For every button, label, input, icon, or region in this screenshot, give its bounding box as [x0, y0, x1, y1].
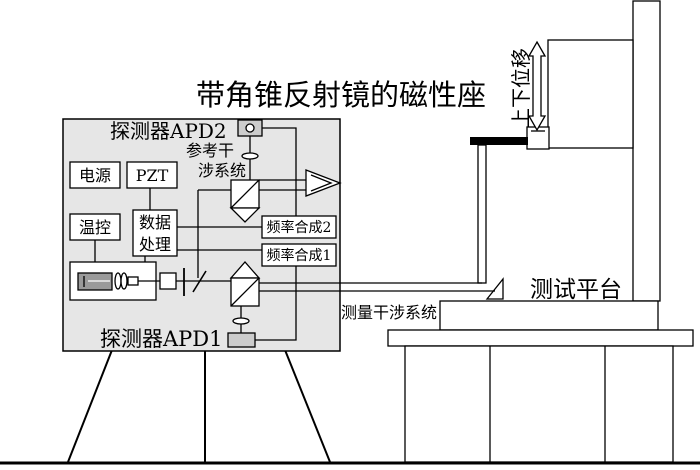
reference-interferometer-label-line2: 涉系统	[198, 161, 246, 180]
measurement-interferometer-label: 测量干涉系统	[341, 303, 437, 322]
reflector-pole	[477, 144, 487, 284]
table-top	[387, 329, 694, 347]
measurement-mirror	[485, 277, 504, 300]
laser-lens-2	[120, 272, 128, 290]
apd2-label: 探测器APD2	[110, 119, 227, 143]
apd2-lens	[241, 152, 259, 160]
upper-cube-diagonal	[230, 179, 260, 209]
apd2-signal-wire	[262, 127, 297, 216]
reference-retroreflector-inner	[310, 174, 333, 192]
reference-interferometer-label-line1: 参考干	[186, 141, 234, 160]
machine-cabinet	[404, 345, 674, 463]
platform-slab	[439, 300, 659, 331]
apd1-signal-wire	[255, 266, 297, 341]
isolator-block	[159, 272, 177, 290]
freq-synth-1-label: 频率合成1	[267, 247, 332, 264]
tripod-leg-right	[284, 349, 331, 463]
tripod-leg-left	[67, 349, 113, 463]
power-supply-label: 电源	[79, 166, 111, 185]
data-processing-label-line2: 处理	[139, 235, 171, 254]
temp-control-label: 温控	[79, 218, 111, 237]
up-down-arrow	[527, 40, 547, 132]
magnetic-seat-bar	[470, 137, 528, 145]
moving-head-block	[547, 39, 634, 149]
temp-control-box	[69, 213, 121, 241]
pzt-label: PZT	[136, 166, 169, 185]
lower-cube-diagonal	[230, 277, 260, 307]
power-supply-box	[69, 161, 121, 189]
magnetic-seat-label: 带角锥反射镜的磁性座	[196, 78, 486, 112]
head-carriage	[526, 126, 550, 150]
up-down-label: 上下位移	[509, 48, 533, 128]
pzt-box	[126, 161, 178, 189]
laser-output-aperture	[127, 276, 139, 286]
laser-lens-1	[114, 272, 122, 290]
data-processing-label-line1: 数据	[139, 213, 171, 232]
test-platform-label: 测试平台	[530, 277, 622, 303]
freq-synth-2-label: 频率合成2	[267, 219, 332, 236]
beam-splitter	[192, 270, 207, 293]
apd2-detector-window	[245, 123, 255, 133]
freq-synth-1-box	[261, 243, 337, 267]
apd1-lens	[232, 317, 250, 325]
upper-prism	[229, 207, 261, 223]
apd1-detector	[227, 332, 256, 348]
apd1-label: 探测器APD1	[100, 327, 223, 351]
data-processing-box	[132, 209, 178, 257]
machine-column	[632, 0, 661, 302]
